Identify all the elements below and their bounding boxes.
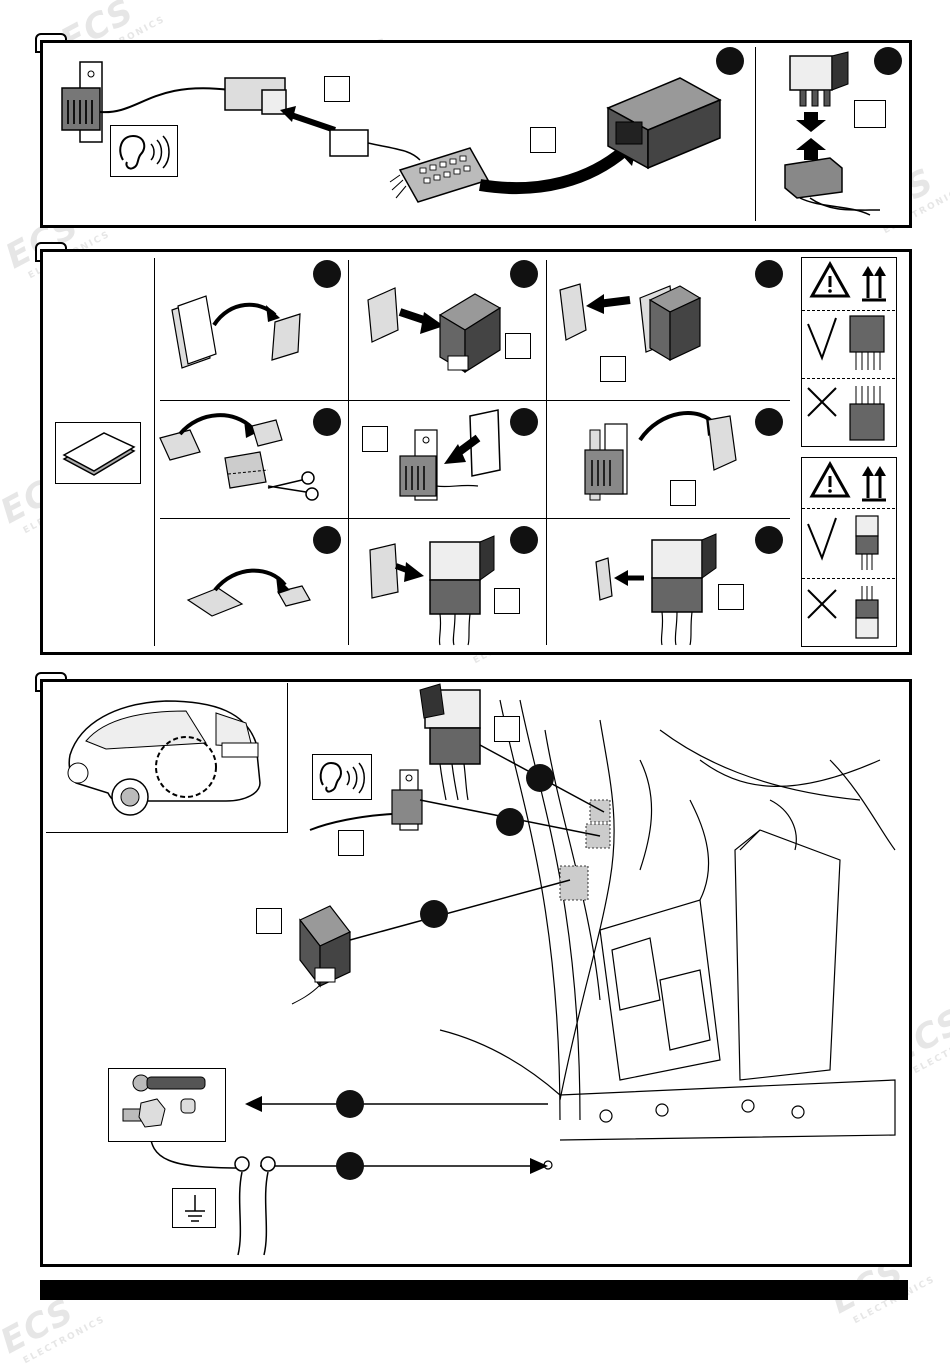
step-dot [755, 408, 783, 436]
divider [160, 518, 790, 519]
vehicle-location-inset [46, 683, 288, 833]
control-module-icon [291, 905, 351, 1005]
harness-connector-icon [389, 147, 490, 203]
dashed-divider [802, 578, 895, 579]
step-dot [510, 408, 538, 436]
check-box [362, 426, 388, 452]
ear-sound-glyph [119, 134, 170, 170]
buzzer-icon [309, 769, 423, 831]
step-dot [336, 1090, 364, 1118]
control-module-icon [606, 77, 722, 170]
divider [154, 258, 155, 646]
dashed-divider [802, 508, 895, 509]
vehicle-interior-drawing [439, 699, 896, 1170]
dashed-divider [802, 378, 895, 379]
step-dot [313, 260, 341, 288]
step-dot [336, 1152, 364, 1180]
check-icon [807, 517, 837, 561]
cross-icon [807, 387, 837, 417]
step-dot [510, 526, 538, 554]
nut-icon [180, 1098, 196, 1114]
step-dot [510, 260, 538, 288]
section-1-panel [40, 40, 912, 228]
this-way-up-icon [862, 466, 886, 502]
ring-terminal-icon [234, 1156, 276, 1256]
check-box [324, 76, 350, 102]
tools-glyphs [122, 1074, 206, 1128]
bolt-icon [122, 1098, 166, 1128]
step-dot [496, 808, 524, 836]
relay-icon [789, 51, 849, 107]
scissors-icon [267, 471, 319, 501]
dashed-divider [802, 310, 895, 311]
check-icon [807, 317, 837, 361]
legend-2-glyphs [807, 460, 886, 639]
divider [546, 260, 547, 645]
check-box [494, 716, 520, 742]
check-box [600, 356, 626, 382]
tools-box [108, 1068, 226, 1142]
check-box [494, 588, 520, 614]
warning-icon [809, 260, 851, 298]
warning-icon [809, 460, 851, 498]
check-box [718, 584, 744, 610]
check-box [338, 830, 364, 856]
adhesive-pad-glyph [62, 432, 136, 476]
check-box [530, 127, 556, 153]
section-1-illustration [61, 51, 881, 216]
ground-icon [172, 1188, 216, 1228]
footer-bar [40, 1280, 908, 1300]
ground-glyph [185, 1195, 205, 1222]
ear-sound-icon [110, 125, 178, 177]
adhesive-pad-icon [55, 422, 141, 484]
step-dot [755, 526, 783, 554]
car-icon [67, 700, 261, 816]
ear-sound-glyph [319, 761, 365, 794]
check-box [670, 480, 696, 506]
buzzer-icon [61, 61, 103, 143]
check-box [505, 333, 531, 359]
orientation-legend-2 [801, 457, 897, 647]
step-dot [313, 408, 341, 436]
cross-icon [807, 589, 837, 619]
divider [348, 260, 349, 645]
relay-icon [419, 683, 481, 801]
section-2-illustrations [159, 283, 737, 646]
divider [755, 47, 756, 221]
orientation-legend-1 [801, 257, 897, 447]
legend-1-glyphs [807, 260, 886, 441]
step-dot [526, 764, 554, 792]
this-way-up-icon [862, 266, 886, 302]
step-dot [716, 47, 744, 75]
check-box [256, 908, 282, 934]
check-box [854, 100, 886, 128]
step-dot [420, 900, 448, 928]
ratchet-icon [132, 1074, 206, 1092]
step-dot [313, 526, 341, 554]
step-dot [874, 47, 902, 75]
relay-socket-icon [784, 157, 881, 216]
divider [160, 400, 790, 401]
ear-sound-icon [312, 754, 372, 800]
step-dot [755, 260, 783, 288]
